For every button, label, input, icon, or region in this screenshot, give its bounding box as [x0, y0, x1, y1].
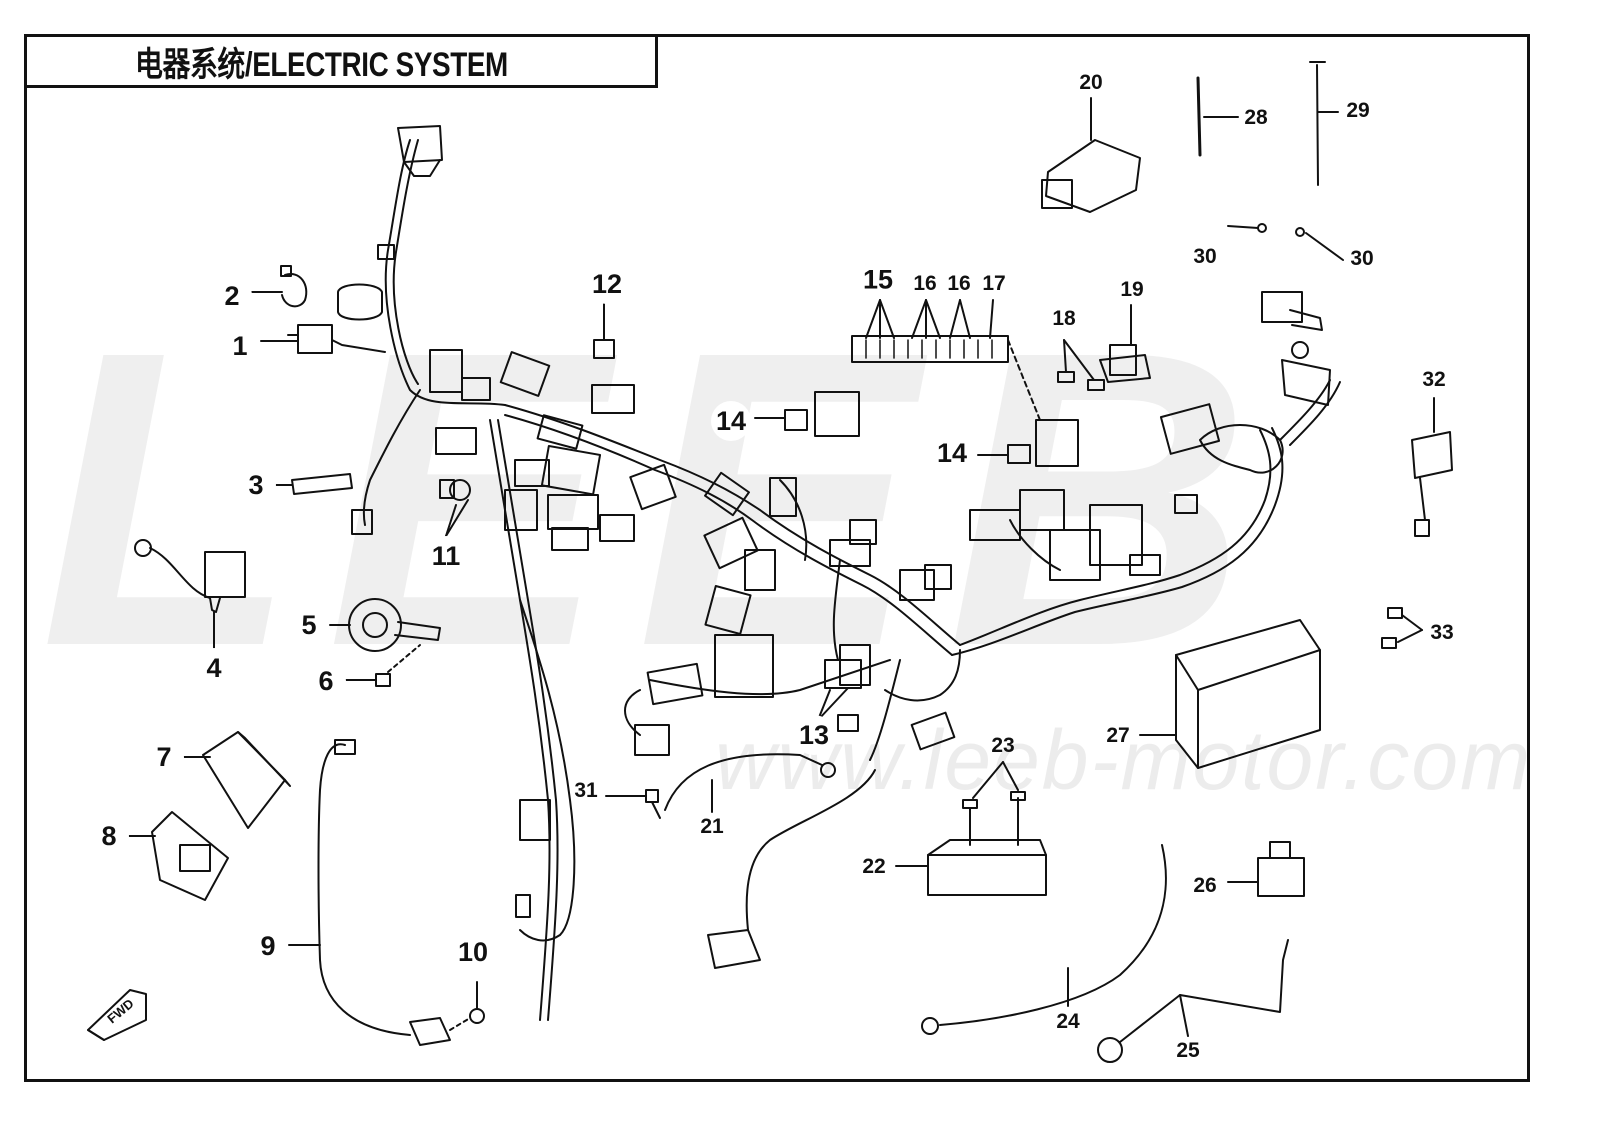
callout-26: 26 [1193, 874, 1217, 897]
part-26-starter-relay [1227, 841, 1305, 897]
page-title: 电器系统/ELECTRIC SYSTEM [135, 45, 508, 84]
callout-30b: 30 [1350, 247, 1374, 270]
part-11-sensor [439, 479, 471, 537]
callout-12: 12 [587, 264, 627, 304]
part-33-caps [1381, 607, 1423, 649]
callout-28: 28 [1244, 106, 1268, 129]
part-7-module [182, 731, 291, 829]
part-20-ecu [1041, 97, 1141, 213]
callout-1: 1 [220, 326, 260, 366]
callout-18: 18 [1052, 307, 1076, 330]
part-19-sensor [1099, 304, 1151, 383]
part-12-clip [593, 303, 615, 359]
part-28-cable-tie [1196, 76, 1239, 157]
part-31-bolt [605, 789, 661, 819]
part-2-clamp [251, 265, 308, 308]
part-9-sensor-wire [288, 739, 451, 1046]
part-18-bolts [1057, 339, 1105, 391]
callout-9: 9 [248, 926, 288, 966]
part-13-connectors [817, 644, 871, 721]
callout-4: 4 [194, 648, 234, 688]
part-22-regulator [895, 839, 1047, 896]
callout-25: 25 [1176, 1039, 1200, 1062]
part-5-horn [329, 598, 441, 652]
callout-32: 32 [1422, 368, 1446, 391]
callout-33: 33 [1430, 621, 1454, 644]
diagram-frame [24, 34, 1530, 1082]
misc-harness-parts [515, 659, 901, 969]
callout-20: 20 [1079, 71, 1103, 94]
part-27-battery [1139, 619, 1321, 769]
callout-23: 23 [991, 734, 1015, 757]
part-3-plate [274, 473, 353, 495]
part-4-socket [134, 539, 246, 651]
callout-24: 24 [1056, 1010, 1080, 1033]
callout-10: 10 [453, 932, 493, 972]
callout-15: 15 [862, 264, 894, 295]
callout-14a: 14 [711, 401, 751, 441]
fuse-block [851, 299, 1041, 421]
callout-19: 19 [1120, 278, 1144, 301]
callout-14b: 14 [932, 433, 972, 473]
callout-27: 27 [1106, 724, 1130, 747]
part-14-relays [754, 391, 1079, 467]
part-1-connector [260, 324, 386, 354]
watermark-letters: LEEB [40, 330, 1281, 670]
callout-11: 11 [426, 536, 466, 576]
part-21-cable [664, 753, 836, 813]
part-24-battery-cable [921, 844, 1167, 1035]
callout-7: 7 [144, 737, 184, 777]
callout-29: 29 [1346, 99, 1370, 122]
part-23-bolts [962, 761, 1026, 846]
title-box: 电器系统/ELECTRIC SYSTEM [24, 34, 658, 88]
callout-16b: 16 [947, 272, 971, 295]
part-10-screw [449, 981, 485, 1031]
callout-3: 3 [236, 465, 276, 505]
part-25-lead [1097, 939, 1289, 1063]
part-6-bolt [345, 644, 421, 687]
ignition-coil [1261, 291, 1331, 406]
callout-8: 8 [89, 816, 129, 856]
callout-2: 2 [212, 276, 252, 316]
callout-31: 31 [574, 779, 598, 802]
part-8-housing [125, 811, 229, 901]
callout-30a: 30 [1193, 245, 1217, 268]
callout-21: 21 [700, 815, 724, 838]
part-29-strap [1309, 61, 1339, 186]
forward-arrow [87, 989, 147, 1041]
callout-16a: 16 [913, 272, 937, 295]
part-30-screws [1227, 223, 1344, 261]
watermark-url: www.leeb-motor.com [715, 713, 1533, 807]
part-32-module [1411, 397, 1453, 537]
fwd-label: FWD [104, 996, 136, 1027]
main-wiring-harness [362, 139, 1341, 1021]
callout-17: 17 [982, 272, 1006, 295]
callout-13: 13 [794, 715, 834, 755]
harness-connectors [337, 125, 1284, 756]
callout-6: 6 [306, 661, 346, 701]
callout-22: 22 [862, 855, 886, 878]
callout-5: 5 [289, 605, 329, 645]
